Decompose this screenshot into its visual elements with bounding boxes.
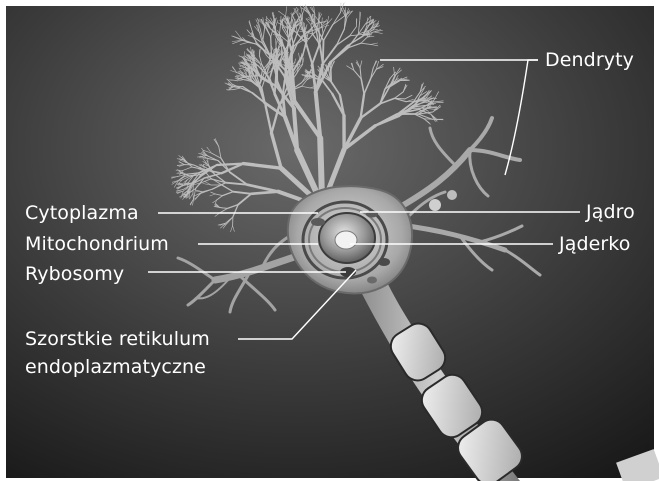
label-cytoplasm: Cytoplazma xyxy=(25,201,139,225)
label-ribosomes: Rybosomy xyxy=(25,262,124,286)
label-rough-er-line2: endoplazmatyczne xyxy=(25,355,206,379)
label-rough-er-line1: Szorstkie retikulum xyxy=(25,327,210,351)
label-mitochondrion: Mitochondrium xyxy=(25,232,169,256)
nucleolus xyxy=(335,231,357,249)
label-dendrites: Dendryty xyxy=(545,48,634,72)
dendrite-bulb xyxy=(429,199,441,211)
label-nucleus: Jądro xyxy=(586,200,635,224)
mitochondrion xyxy=(311,218,325,226)
label-nucleolus: Jąderko xyxy=(559,232,630,256)
mitochondrion xyxy=(378,258,390,266)
dendrite-bulb xyxy=(447,190,457,200)
organelle xyxy=(367,277,377,284)
